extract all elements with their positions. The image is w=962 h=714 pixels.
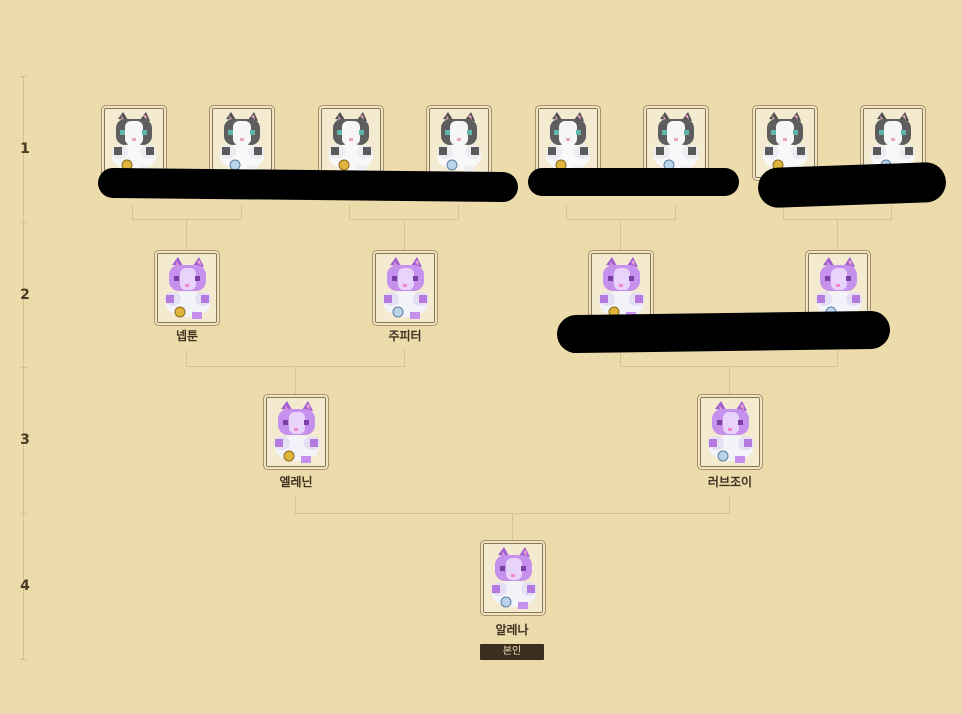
self-name: 알레나 <box>495 623 529 637</box>
connector <box>891 205 892 219</box>
generation-tick <box>20 367 27 368</box>
parent-card-2[interactable] <box>700 397 760 467</box>
ancestor-name-gen2-2: 주피터 <box>388 329 422 343</box>
connector <box>295 366 296 395</box>
connector <box>458 205 459 219</box>
connector <box>729 366 730 395</box>
gray-cat-icon <box>213 109 271 177</box>
gray-cat-icon <box>430 109 488 177</box>
parent-card-1[interactable] <box>266 397 326 467</box>
connector <box>241 205 242 219</box>
connector <box>186 219 187 250</box>
ancestor-card-gen2-1[interactable] <box>157 253 217 323</box>
ancestor-card-gen1-1[interactable] <box>104 108 164 178</box>
connector <box>349 205 350 219</box>
connector <box>729 496 730 513</box>
ancestor-card-gen1-6[interactable] <box>646 108 706 178</box>
generation-tick <box>20 659 27 660</box>
connector <box>837 350 838 366</box>
parent-name-2: 러브조이 <box>707 475 753 489</box>
purple-cat-icon <box>376 254 434 322</box>
redaction-mark <box>528 168 739 196</box>
self-card[interactable] <box>483 543 543 613</box>
generation-axis <box>23 76 24 660</box>
ancestor-card-gen1-4[interactable] <box>429 108 489 178</box>
connector <box>404 219 405 250</box>
purple-cat-icon <box>158 254 216 322</box>
generation-label-3: 3 <box>20 432 30 448</box>
generation-label-4: 4 <box>20 578 30 594</box>
generation-tick <box>20 222 27 223</box>
generation-tick <box>20 513 27 514</box>
connector <box>783 205 784 219</box>
gray-cat-icon <box>105 109 163 177</box>
ancestor-card-gen2-3[interactable] <box>591 253 651 323</box>
connector <box>186 350 187 366</box>
connector <box>566 205 567 219</box>
generation-label-2: 2 <box>20 287 30 303</box>
self-badge: 본인 <box>480 644 544 660</box>
parent-name-1: 엘레닌 <box>279 475 313 489</box>
purple-cat-icon <box>701 398 759 466</box>
ancestor-card-gen1-3[interactable] <box>321 108 381 178</box>
ancestor-card-gen1-2[interactable] <box>212 108 272 178</box>
purple-cat-icon <box>267 398 325 466</box>
generation-label-1: 1 <box>20 141 30 157</box>
connector <box>512 513 513 540</box>
connector <box>132 205 133 219</box>
connector <box>837 219 838 250</box>
purple-cat-icon <box>592 254 650 322</box>
connector <box>295 496 296 513</box>
ancestor-name-gen2-1: 넵툰 <box>175 329 199 343</box>
gray-cat-icon <box>647 109 705 177</box>
generation-tick <box>20 76 27 77</box>
redaction-mark <box>556 310 891 354</box>
connector <box>132 219 242 220</box>
gray-cat-icon <box>322 109 380 177</box>
redaction-mark <box>757 161 947 209</box>
connector <box>620 350 621 366</box>
gray-cat-icon <box>539 109 597 177</box>
ancestor-card-gen2-2[interactable] <box>375 253 435 323</box>
connector <box>675 205 676 219</box>
connector <box>404 350 405 366</box>
connector <box>566 219 676 220</box>
purple-cat-icon <box>484 544 542 612</box>
connector <box>620 219 621 250</box>
redaction-mark <box>97 167 519 203</box>
